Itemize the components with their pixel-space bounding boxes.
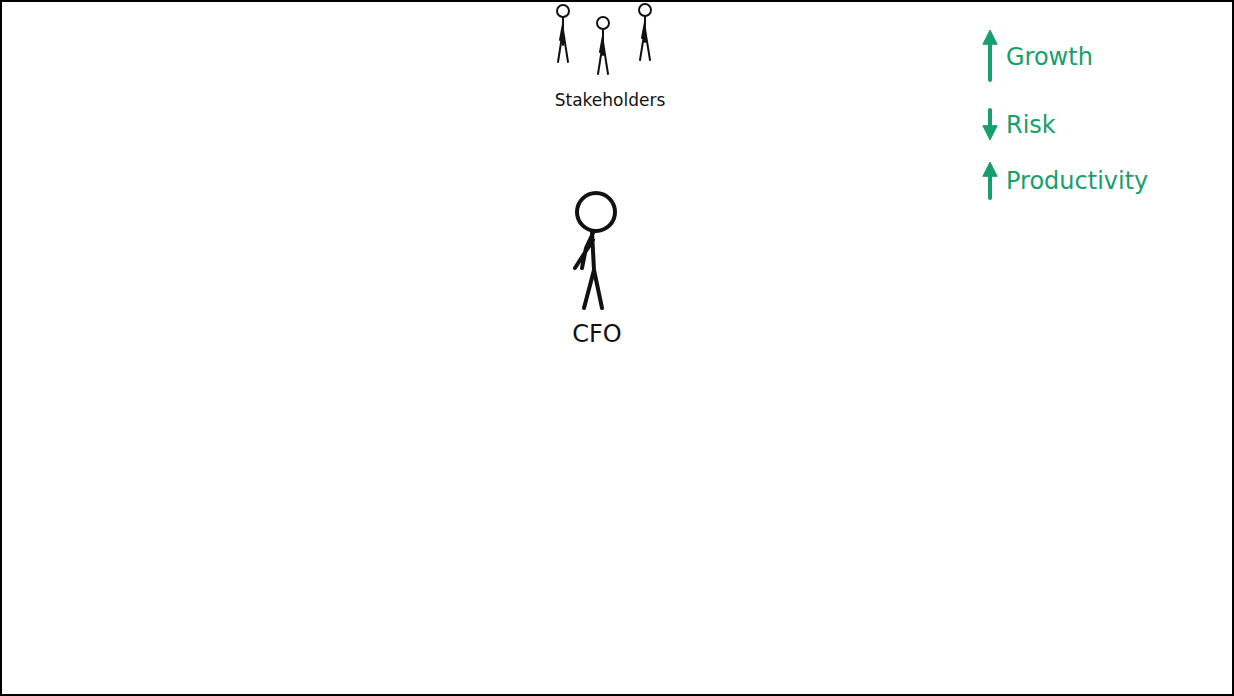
stakeholder-figures	[557, 4, 651, 74]
metric-label: Risk	[1006, 111, 1056, 140]
trend-arrows	[983, 30, 997, 198]
role-label: CFO	[572, 320, 621, 349]
group-label: Stakeholders	[555, 90, 666, 110]
metric-label: Growth	[1006, 43, 1093, 72]
metric-label: Productivity	[1006, 167, 1148, 196]
cfo-figure	[575, 193, 615, 308]
